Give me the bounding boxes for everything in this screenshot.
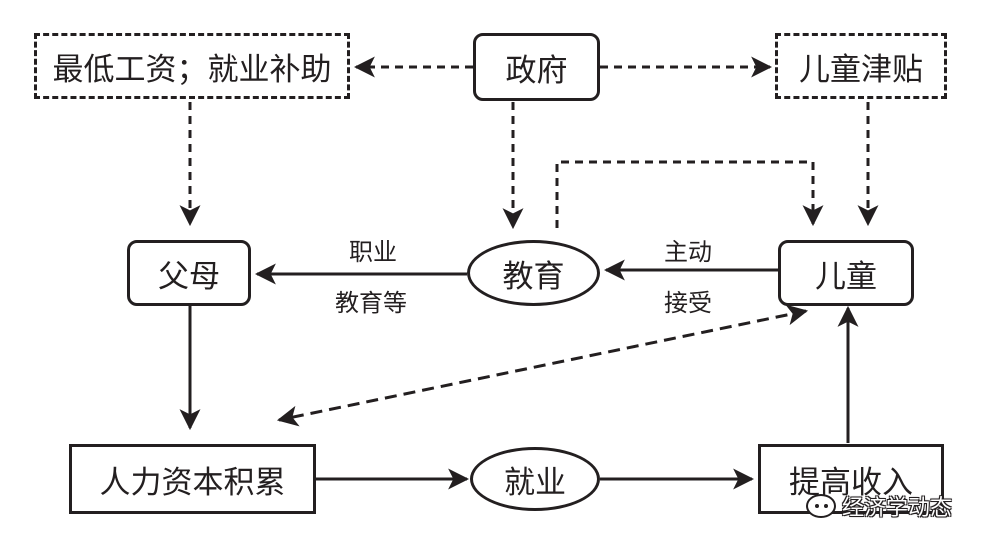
edge-education-to-child [555,160,824,228]
wechat-icon [806,494,836,518]
label-active-line1: 主动 [664,238,712,266]
node-human-capital: 人力资本积累 [69,444,316,514]
node-education: 教育 [467,240,600,306]
watermark: 经济学动态 [806,490,952,522]
node-child: 儿童 [778,240,914,306]
node-wage-subsidy: 最低工资；就业补助 [34,33,350,99]
edge-child-capital-bidirectional [276,304,809,427]
watermark-text: 经济学动态 [842,496,953,521]
node-raise-income: 提高收入 [758,444,944,514]
label-vocational-line1: 职业 [349,238,397,266]
node-child-allowance: 儿童津贴 [775,33,947,99]
label-active-line2: 接受 [664,289,712,317]
node-employment: 就业 [470,447,600,511]
node-parents: 父母 [127,240,251,306]
node-government: 政府 [473,33,600,101]
label-vocational-line2: 教育等 [335,289,407,317]
